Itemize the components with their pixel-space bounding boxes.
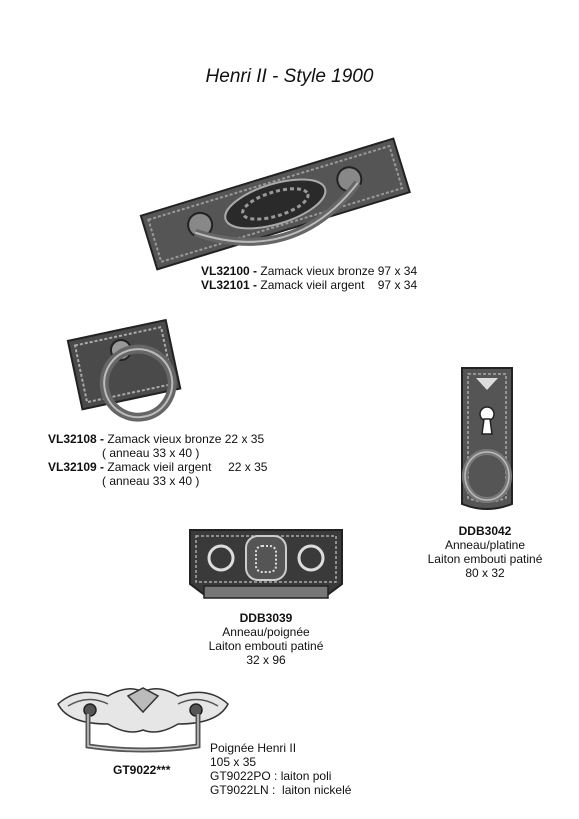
vl32100-handle-image <box>139 137 411 271</box>
ddb3042-plate-image <box>461 367 513 510</box>
vl32108-ring-image <box>66 318 182 422</box>
vl32101-desc: Zamack vieil argent 97 x 34 <box>257 278 418 292</box>
vl32108-ref: VL32108 - <box>48 432 105 446</box>
ddb3039-line3: 32 x 96 <box>246 653 286 667</box>
ddb3042-line2: Laiton embouti patiné <box>427 552 543 566</box>
vl32101-ref: VL32101 - <box>201 278 258 292</box>
gt9022-line1: Poignée Henri II <box>210 741 297 755</box>
vl32100-caption: VL32100 - Zamack vieux bronze 97 x 34 VL… <box>201 264 417 292</box>
ddb3042-line1: Anneau/platine <box>444 538 526 552</box>
ddb3039-ref: DDB3039 <box>239 611 293 625</box>
ddb3039-line1: Anneau/poignée <box>222 625 310 639</box>
vl32109-note: ( anneau 33 x 40 ) <box>102 474 200 488</box>
vl32108-caption: VL32108 - Zamack vieux bronze 22 x 35 ( … <box>48 432 267 488</box>
gt9022-line4: GT9022LN : laiton nickelé <box>210 783 352 797</box>
gt9022-ref-caption: GT9022*** <box>113 763 170 777</box>
vl32109-desc: Zamack vieil argent 22 x 35 <box>104 460 268 474</box>
vl32108-note: ( anneau 33 x 40 ) <box>102 446 200 460</box>
gt9022-line2: 105 x 35 <box>210 755 257 769</box>
vl32100-desc: Zamack vieux bronze 97 x 34 <box>257 264 418 278</box>
gt9022-caption: Poignée Henri II 105 x 35 GT9022PO : lai… <box>210 741 351 797</box>
ddb3039-handle-image <box>189 529 343 599</box>
vl32100-ref: VL32100 - <box>201 264 258 278</box>
ddb3042-ref: DDB3042 <box>458 524 512 538</box>
ddb3042-caption: DDB3042 Anneau/platine Laiton embouti pa… <box>400 524 570 580</box>
ddb3042-line3: 80 x 32 <box>465 566 505 580</box>
ddb3039-caption: DDB3039 Anneau/poignée Laiton embouti pa… <box>176 611 356 667</box>
vl32109-ref: VL32109 - <box>48 460 105 474</box>
gt9022-line3: GT9022PO : laiton poli <box>210 769 332 783</box>
gt9022-handle-image <box>57 687 229 753</box>
page-title: Henri II - Style 1900 <box>205 66 374 87</box>
ddb3039-line2: Laiton embouti patiné <box>208 639 324 653</box>
vl32108-desc: Zamack vieux bronze 22 x 35 <box>104 432 265 446</box>
gt9022-ref: GT9022*** <box>113 763 171 777</box>
